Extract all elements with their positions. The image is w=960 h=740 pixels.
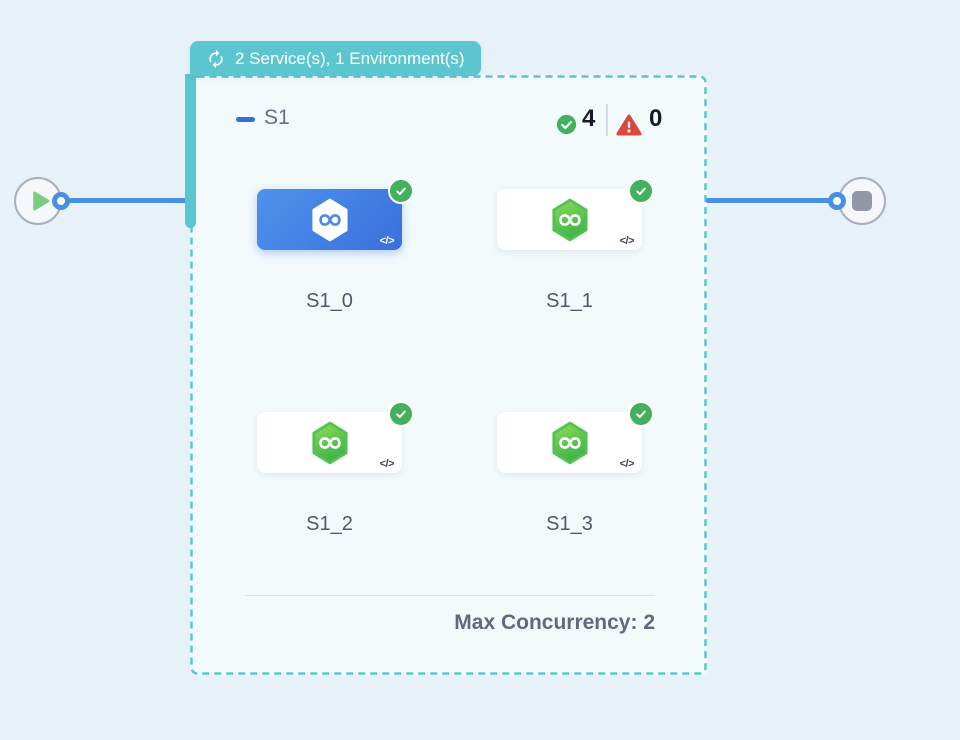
pipeline-end-node[interactable]	[838, 177, 886, 225]
stage-header-tab[interactable]: 2 Service(s), 1 Environment(s)	[190, 41, 481, 76]
success-badge-icon	[628, 178, 654, 204]
max-concurrency-label: Max Concurrency: 2	[454, 611, 655, 634]
success-badge-icon	[388, 401, 414, 427]
service-card-label: S1_0	[306, 290, 353, 312]
edge-stage-to-end	[706, 198, 834, 203]
service-hexagon-icon	[551, 421, 588, 464]
connector-port-right	[828, 192, 846, 210]
success-badge-icon	[628, 401, 654, 427]
stage-selected-strip	[185, 74, 196, 228]
edge-start-to-stage	[58, 198, 188, 203]
success-badge-icon	[388, 178, 414, 204]
stop-icon	[852, 191, 872, 211]
success-count: 4	[582, 105, 596, 132]
failure-status-icon	[616, 114, 642, 136]
service-card-label: S1_3	[546, 513, 593, 535]
collapse-stage-button[interactable]	[236, 117, 255, 122]
service-card-label: S1_2	[306, 513, 353, 535]
service-hexagon-icon	[551, 198, 588, 241]
code-icon: </>	[379, 458, 395, 470]
code-icon: </>	[379, 235, 395, 247]
loop-icon	[209, 49, 223, 68]
service-hexagon-icon	[311, 421, 348, 464]
stage-name: S1	[264, 106, 290, 129]
play-icon	[32, 191, 49, 211]
stage-tab-label: 2 Service(s), 1 Environment(s)	[235, 48, 465, 68]
connector-port-left	[52, 192, 70, 210]
stage-panel-dashed-border	[190, 75, 707, 675]
code-icon: </>	[619, 235, 635, 247]
service-card-label: S1_1	[546, 290, 593, 312]
service-card-s1-1[interactable]: </>	[497, 178, 654, 250]
service-card-s1-0[interactable]: </>	[257, 178, 414, 250]
service-hexagon-icon	[311, 198, 348, 241]
footer-divider	[245, 595, 655, 596]
service-card-s1-2[interactable]: </>	[257, 401, 414, 473]
success-status-icon	[556, 114, 577, 135]
service-card-s1-3[interactable]: </>	[497, 401, 654, 473]
status-divider	[606, 104, 608, 136]
failure-count: 0	[649, 105, 663, 132]
code-icon: </>	[619, 458, 635, 470]
stage-panel: S1 4 0 </> S1_0	[190, 75, 707, 675]
